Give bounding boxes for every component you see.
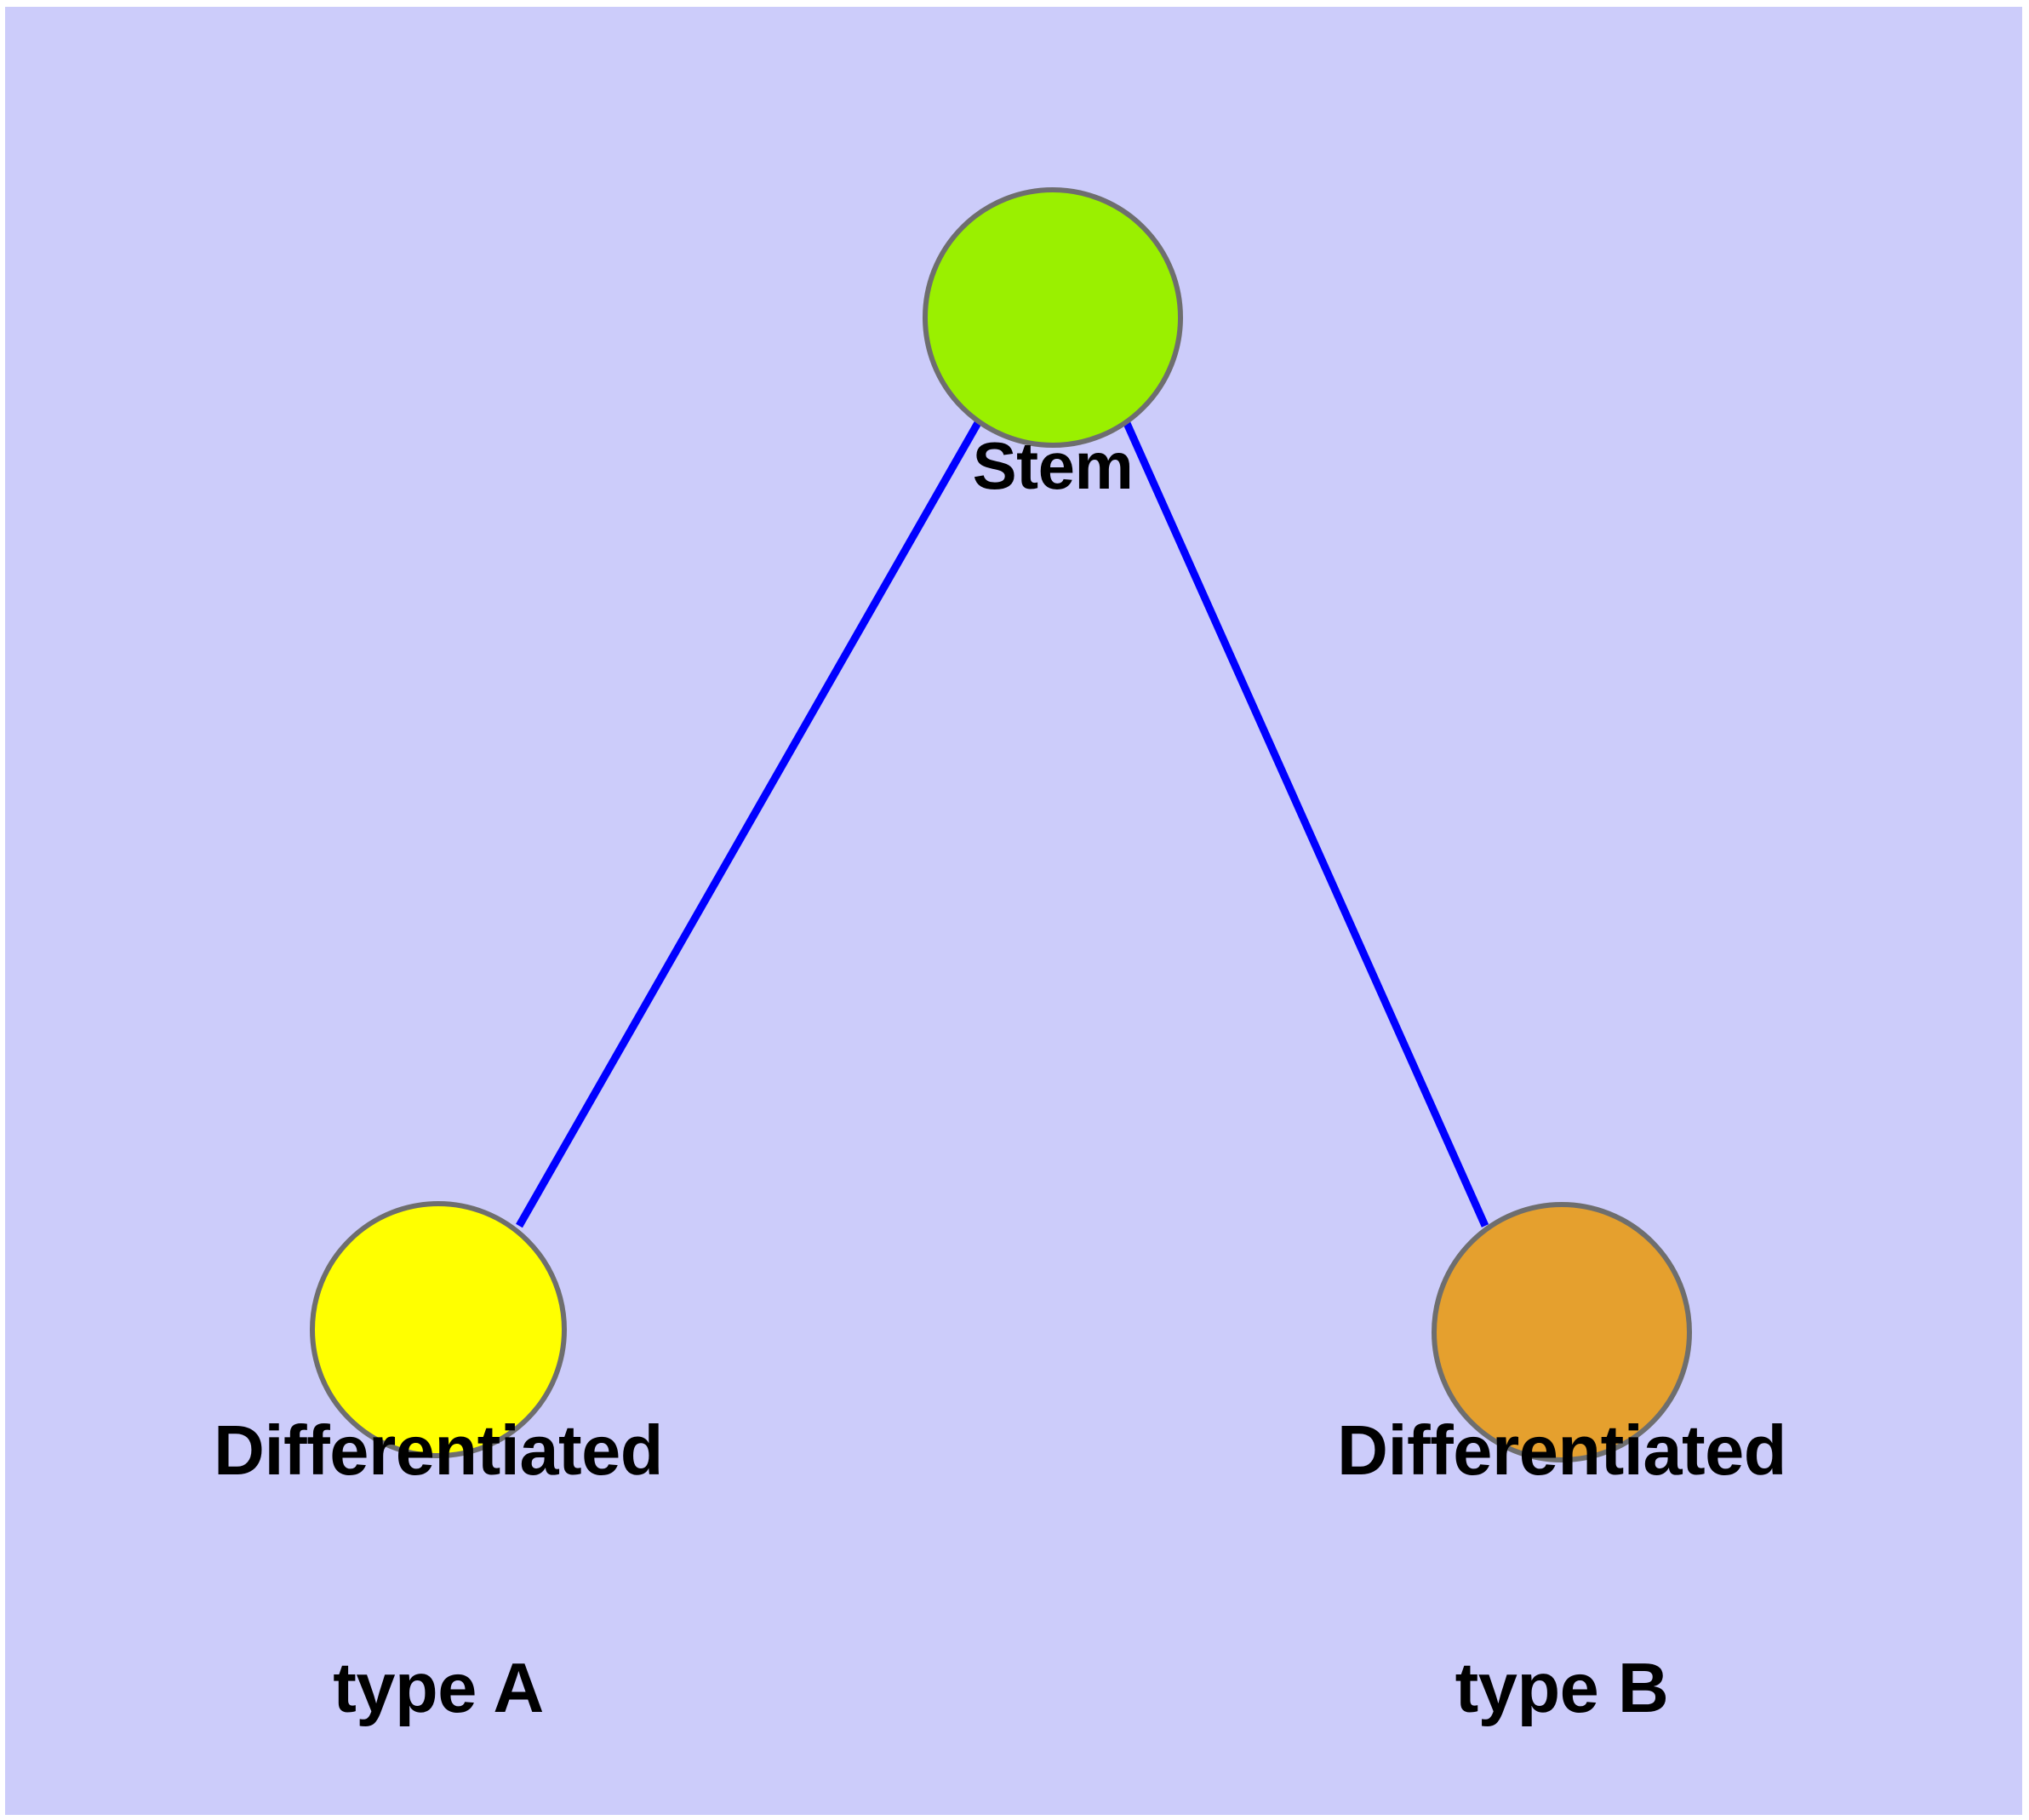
node-differentiated-type-b[interactable] (1432, 1202, 1692, 1462)
edge-layer (516, 419, 1489, 1228)
node-layer (310, 187, 1692, 1462)
node-stem[interactable] (923, 187, 1183, 448)
edge-stem-to-differentiated-type-b[interactable] (1122, 420, 1489, 1228)
edge-stem-to-differentiated-type-a[interactable] (516, 419, 982, 1228)
node-differentiated-type-a[interactable] (310, 1201, 567, 1458)
